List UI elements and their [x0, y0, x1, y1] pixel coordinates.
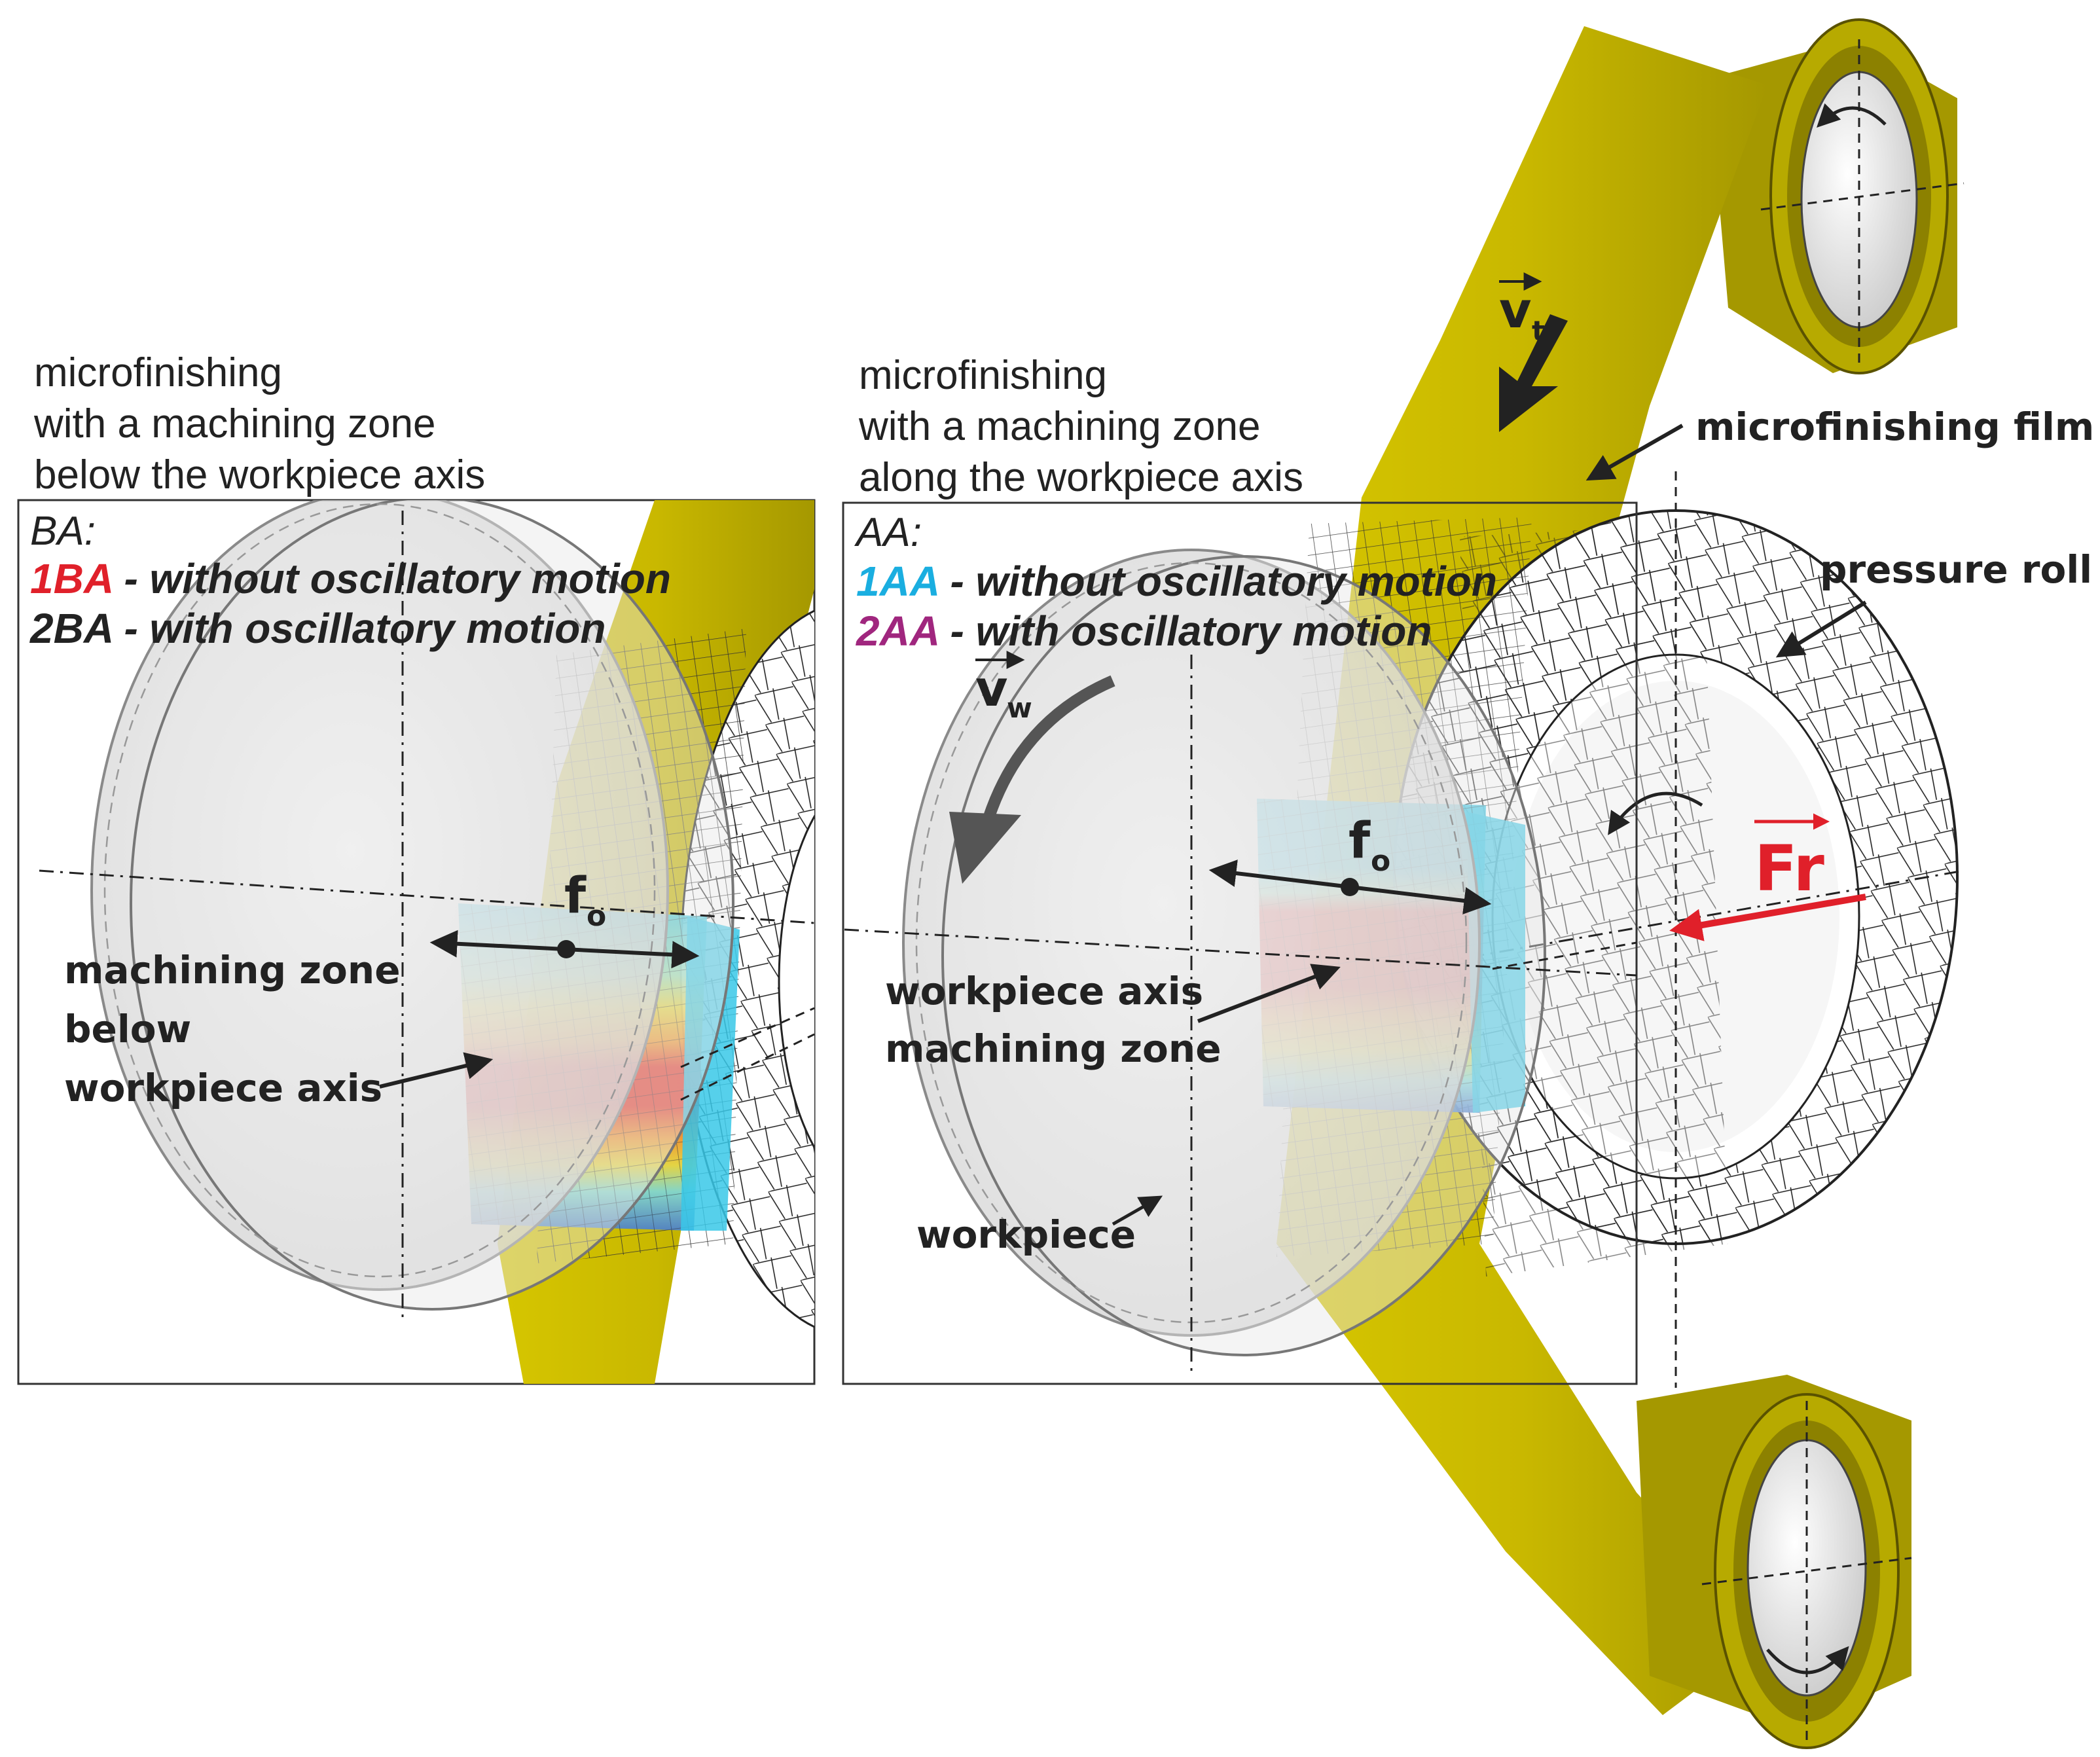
left-line-2-code: 2BA: [29, 605, 113, 652]
middle-aa-header: AA:: [854, 510, 922, 555]
top-spool: [1709, 18, 1964, 374]
vw-symbol: v w: [975, 651, 1032, 724]
force-fr-label: Fr: [1754, 832, 1824, 905]
left-scene: [39, 500, 814, 1384]
left-caption-line-3: below the workpiece axis: [34, 452, 485, 498]
middle-fo-sub: o: [1371, 844, 1390, 878]
pressure-roll-label: pressure roll: [1820, 547, 2092, 592]
left-line-1: 1BA - without oscillatory motion: [30, 555, 671, 602]
middle-line-2-text: - with oscillatory motion: [939, 607, 1432, 655]
middle-caption-line-1: microfinishing: [859, 353, 1107, 398]
middle-line-1-text: - without oscillatory motion: [939, 558, 1497, 605]
vt-main: v: [1499, 281, 1532, 339]
middle-line-1-code: 1AA: [856, 558, 939, 605]
left-zone-label-3: workpiece axis: [64, 1066, 382, 1110]
middle-caption-line-2: with a machining zone: [858, 404, 1260, 449]
left-fo-main: f: [564, 866, 587, 924]
middle-caption-line-3: along the workpiece axis: [859, 455, 1303, 500]
middle-panel: microfinishing with a machining zone alo…: [842, 353, 1638, 1385]
middle-zone-label-2: machining zone: [885, 1026, 1222, 1071]
vt-symbol: v t: [1499, 272, 1545, 347]
left-zone-label-1: machining zone: [64, 948, 401, 992]
workpiece-label: workpiece: [916, 1212, 1136, 1257]
left-line-1-text: - without oscillatory motion: [113, 555, 671, 602]
left-line-1-code: 1BA: [30, 555, 113, 602]
middle-scene: [844, 517, 1637, 1375]
left-zone-label-2: below: [64, 1007, 191, 1051]
left-panel: microfinishing with a machining zone bel…: [17, 350, 816, 1385]
middle-line-1: 1AA - without oscillatory motion: [856, 558, 1497, 605]
middle-line-2-code: 2AA: [856, 607, 939, 655]
force-fr: Fr: [1669, 813, 1866, 941]
left-caption-line-1: microfinishing: [34, 350, 282, 395]
middle-fo-main: f: [1349, 811, 1371, 869]
bottom-spool: [1637, 1375, 1912, 1749]
middle-line-2: 2AA - with oscillatory motion: [856, 607, 1432, 655]
left-caption-line-2: with a machining zone: [33, 401, 435, 446]
microfinishing-film-label: microfinishing film: [1695, 405, 2094, 449]
left-ba-header: BA:: [30, 509, 96, 554]
left-fo-sub: o: [587, 899, 606, 933]
vw-sub: w: [1007, 692, 1032, 724]
left-line-2: 2BA - with oscillatory motion: [29, 605, 606, 652]
vt-arrow: [1499, 314, 1568, 432]
middle-zone-label-1: workpiece axis: [885, 969, 1203, 1013]
left-line-2-text: - with oscillatory motion: [113, 605, 606, 652]
vt-sub: t: [1532, 315, 1545, 347]
vw-main: v: [975, 659, 1008, 717]
